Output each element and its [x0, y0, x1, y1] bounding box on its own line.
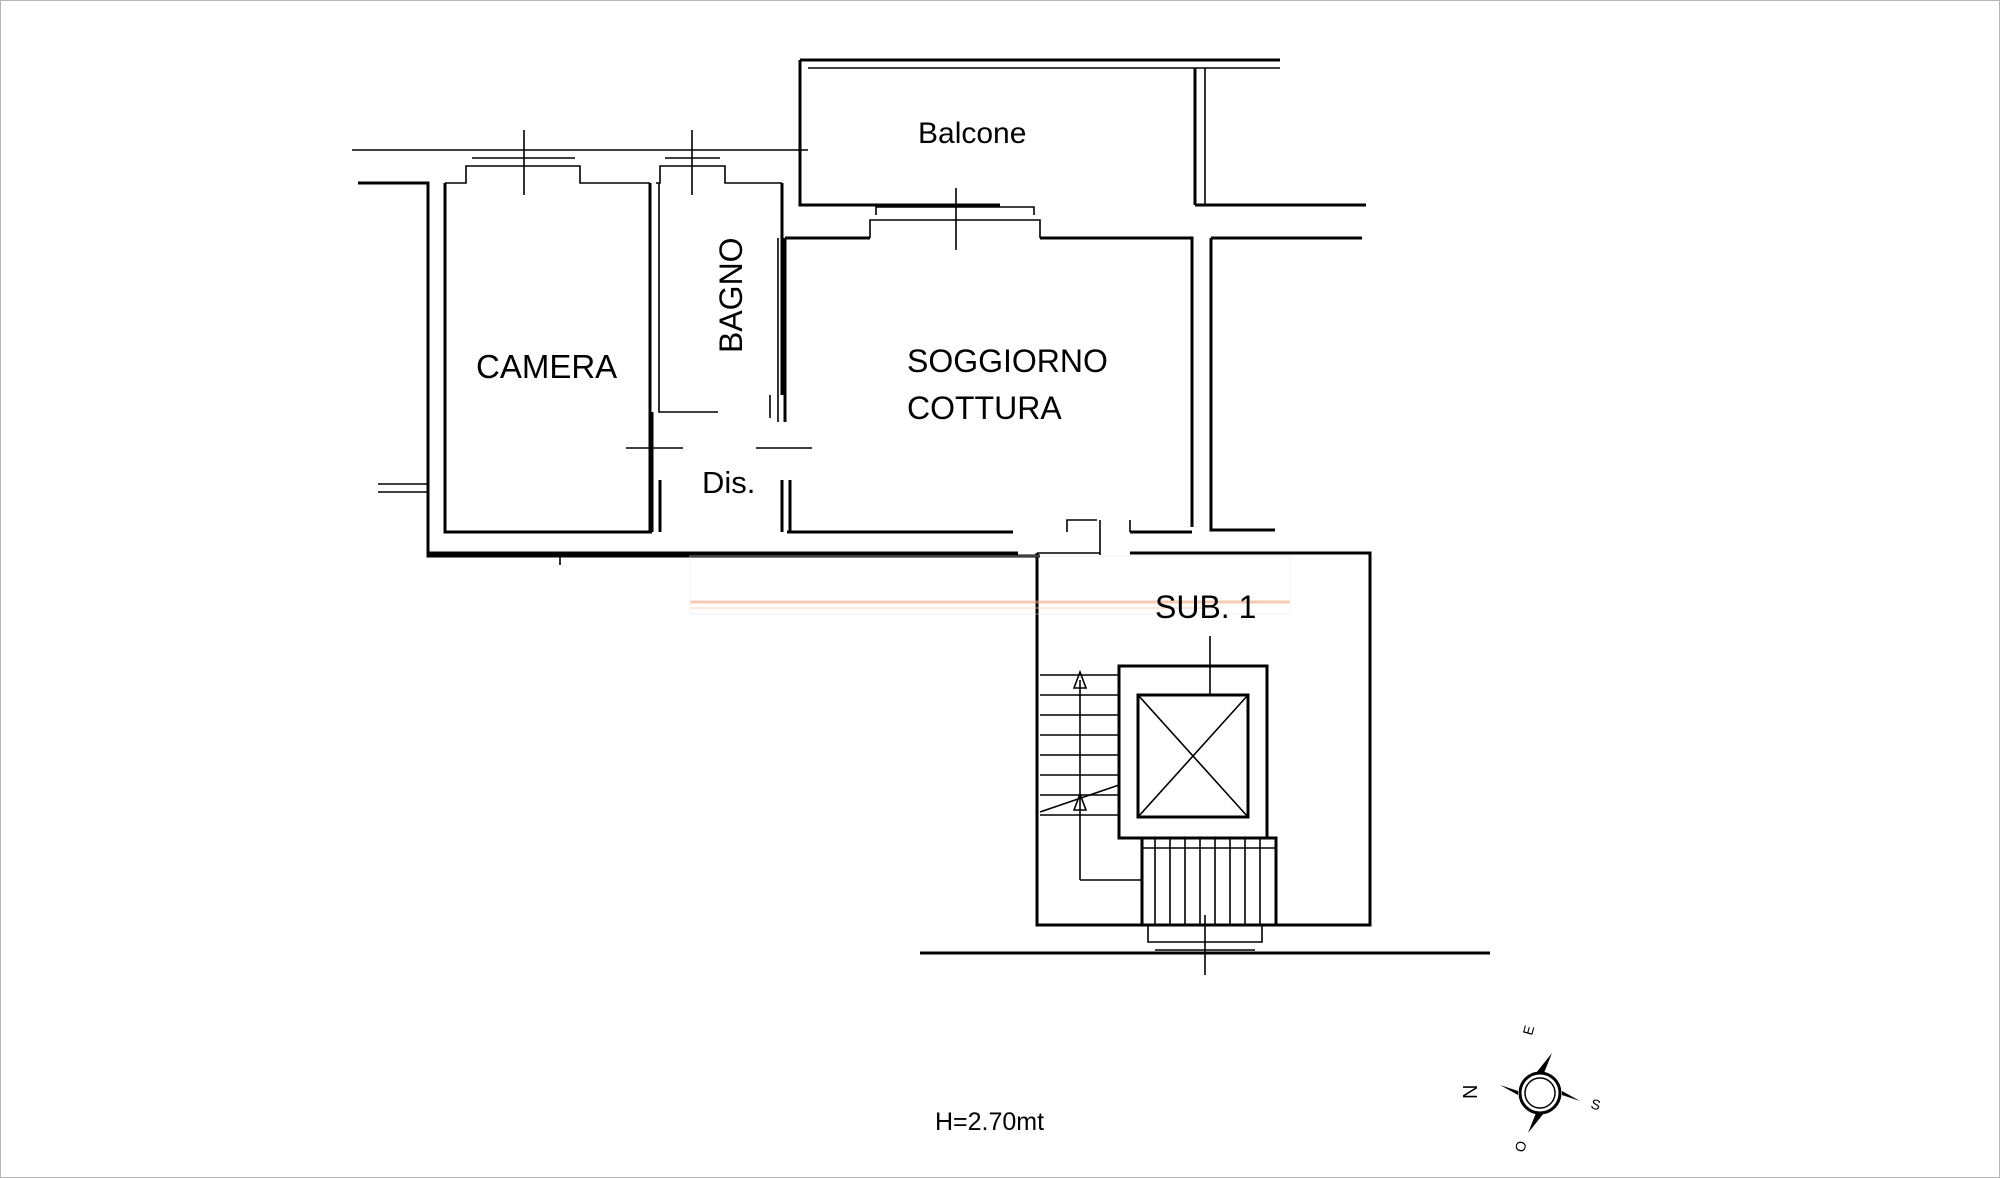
compass-east: E: [1519, 1024, 1537, 1037]
height-note: H=2.70mt: [935, 1108, 1044, 1136]
label-hallway: Dis.: [702, 465, 755, 500]
outer-walls: [352, 58, 1366, 565]
label-living-2: COTTURA: [907, 390, 1062, 426]
label-bathroom: BAGNO: [713, 237, 749, 353]
stairwell: [920, 551, 1490, 975]
compass-icon: N E S O: [1460, 1024, 1602, 1154]
label-bedroom: CAMERA: [476, 348, 617, 385]
compass-north: N: [1460, 1085, 1482, 1099]
watermark: [689, 555, 1291, 615]
compass-west: O: [1511, 1139, 1529, 1154]
label-balcony: Balcone: [918, 117, 1026, 150]
compass-south: S: [1589, 1095, 1602, 1113]
label-living-1: SOGGIORNO: [907, 343, 1108, 379]
label-sub-unit: SUB. 1: [1155, 589, 1256, 625]
